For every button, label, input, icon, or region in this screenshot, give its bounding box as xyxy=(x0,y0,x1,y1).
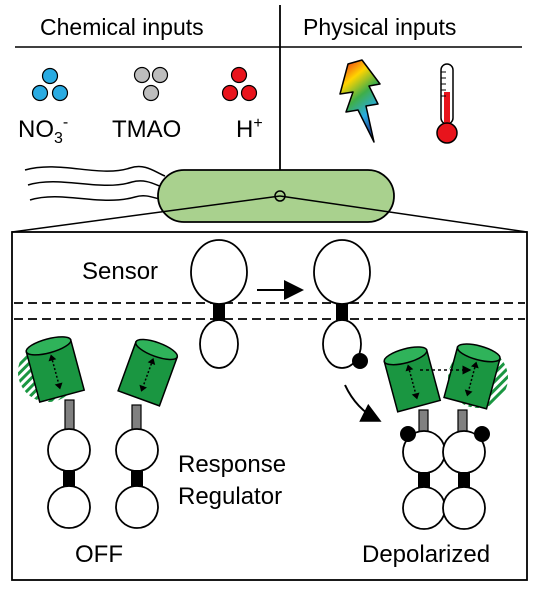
proton-label: H+ xyxy=(236,115,263,143)
response-regulator-off-2 xyxy=(115,338,179,529)
phosphate-dot xyxy=(474,426,490,442)
lightning-icon xyxy=(339,59,381,143)
zoom-line-left xyxy=(11,195,281,233)
phosphate-dot xyxy=(400,426,416,442)
flagella xyxy=(24,165,167,202)
response-label-line2: Regulator xyxy=(178,483,282,510)
tmao-label: TMAO xyxy=(112,116,181,143)
sensor-active xyxy=(313,239,371,369)
sensor-label: Sensor xyxy=(82,258,158,285)
tmao-molecule-icon xyxy=(133,66,169,102)
depolarized-label: Depolarized xyxy=(362,541,490,568)
physical-inputs-header: Physical inputs xyxy=(303,14,456,40)
phosphotransfer-arrow xyxy=(344,384,382,422)
phosphate-dot xyxy=(352,353,368,369)
chemical-inputs-header: Chemical inputs xyxy=(40,14,204,40)
zoom-line-right xyxy=(279,195,528,233)
proton-molecule-icon xyxy=(221,66,258,102)
response-regulator-off-1 xyxy=(18,336,91,529)
off-label: OFF xyxy=(75,541,123,568)
nitrate-molecule-icon xyxy=(31,67,69,102)
response-regulator-depolarized-1 xyxy=(383,346,446,530)
response-regulator-depolarized-2 xyxy=(442,343,508,530)
sensor-inactive xyxy=(190,239,248,369)
response-label-line1: Response xyxy=(178,451,286,478)
zoom-panel xyxy=(11,231,528,581)
nitrate-label: NO3- xyxy=(18,114,68,147)
thermometer-icon xyxy=(436,63,458,144)
